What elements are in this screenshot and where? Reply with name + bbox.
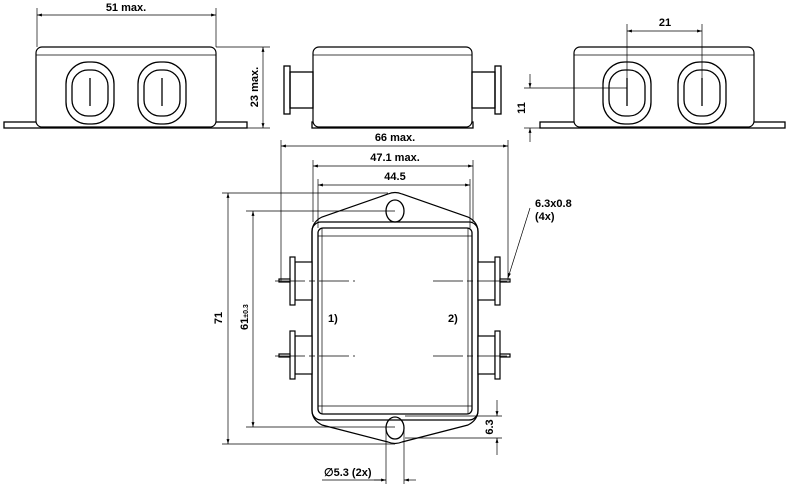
dim-hole-diameter: ∅5.3 (2x)	[324, 467, 372, 479]
terminal-left-bottom	[278, 330, 313, 380]
dim-overall-length: 71	[213, 312, 225, 324]
dim-connector-height: 11	[516, 102, 528, 114]
dim-terminal-count: (4x)	[535, 211, 555, 223]
terminal-right-bottom	[477, 330, 511, 380]
dim-terminal-size: 6.3x0.8	[535, 198, 572, 210]
connector-socket-icon	[65, 61, 115, 125]
dim-connector-spacing: 21	[659, 17, 671, 29]
dim-body-width: 47.1 max.	[370, 152, 420, 164]
front-view: 1) 2) 66 max. 47.1 max. 44.5 6.3x0.8 (4x…	[213, 132, 572, 484]
dim-hole-spacing-width: 44.5	[384, 171, 405, 183]
dim-hole-spacing: 61±0.3	[239, 304, 251, 330]
dim-overall-width: 66 max.	[375, 132, 415, 144]
side-label-left: 1)	[328, 313, 338, 325]
side-view-middle	[283, 46, 502, 129]
dim-hole-edge: 6.3	[484, 419, 496, 434]
top-view-left: 51 max. 23 max.	[3, 2, 270, 129]
connector-socket-icon	[137, 61, 187, 125]
top-view-right: 21 11	[516, 17, 786, 142]
side-label-right: 2)	[448, 313, 458, 325]
dim-width-top: 51 max.	[106, 2, 146, 14]
dim-height-side: 23 max.	[249, 67, 261, 107]
